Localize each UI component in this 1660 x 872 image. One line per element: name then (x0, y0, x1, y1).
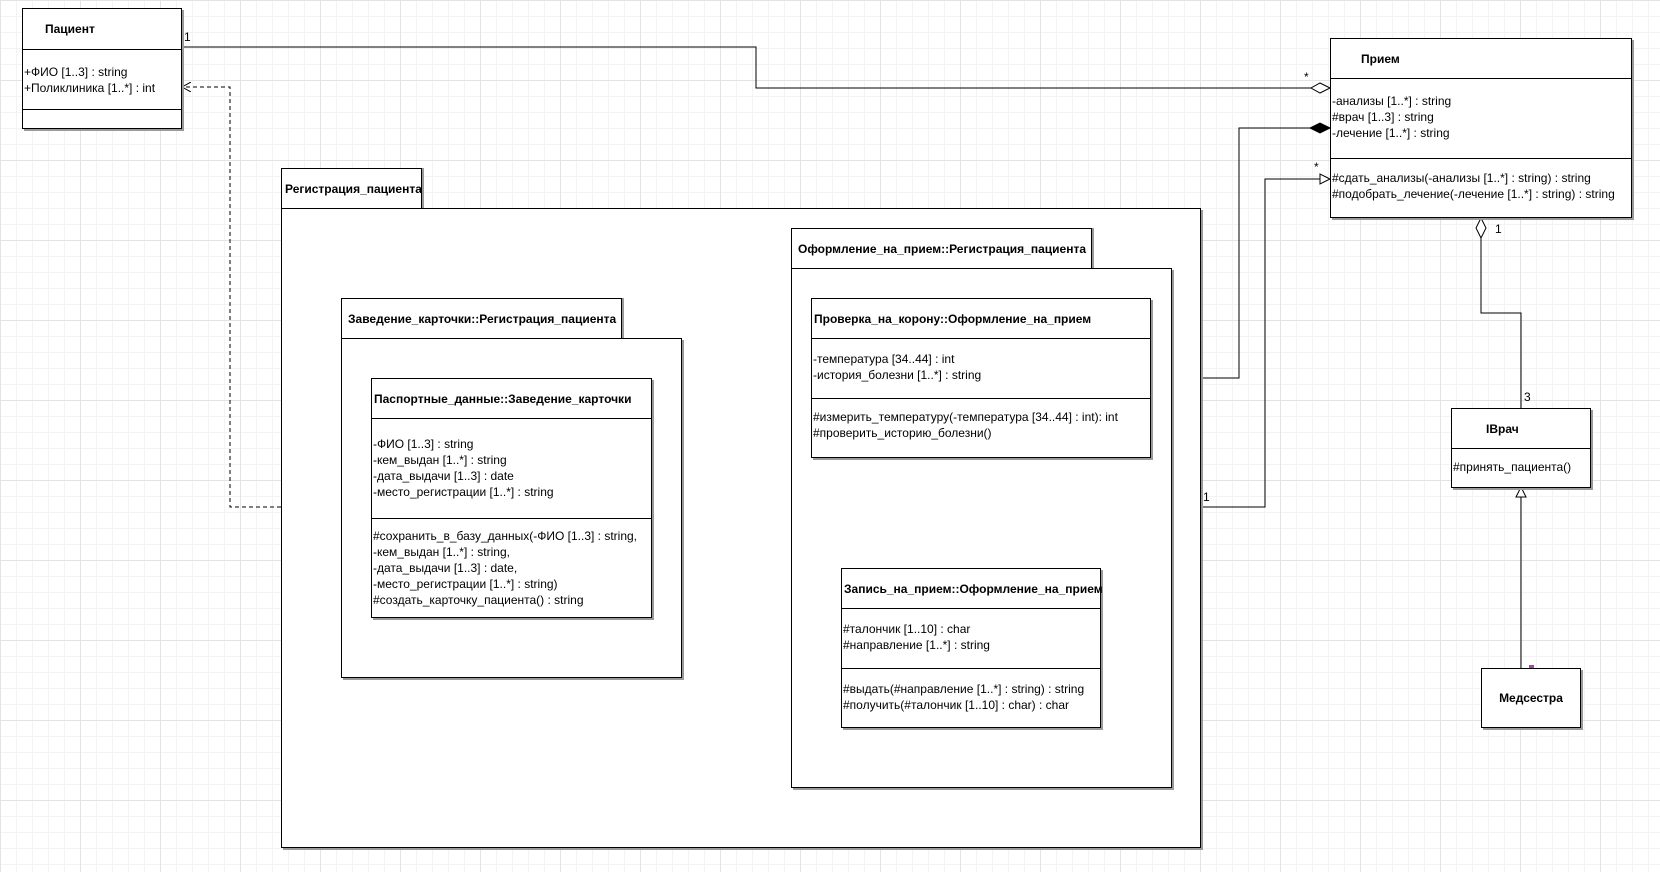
class-passport[interactable]: Паспортные_данные::Заведение_карточки -Ф… (371, 378, 652, 618)
operation: -место_регистрации [1..*] : string) (373, 577, 558, 591)
operation: -кем_выдан [1..*] : string, (373, 545, 510, 559)
operation: #проверить_историю_болезни() (813, 426, 992, 440)
class-zapis[interactable]: Запись_на_прием::Оформление_на_прием #та… (841, 568, 1103, 728)
registration-patient-dependency[interactable] (182, 87, 281, 508)
composition-diamond-priem (1308, 122, 1332, 134)
attributes-section: -анализы [1..*] : string #врач [1..3] : … (1331, 79, 1631, 159)
connector-handle[interactable] (1529, 665, 1534, 669)
operation: #подобрать_лечение(-лечение [1..*] : str… (1332, 187, 1615, 201)
operation: #сохранить_в_базу_данных(-ФИО [1..3] : s… (373, 529, 637, 543)
operations-section: #сдать_анализы(-анализы [1..*] : string)… (1331, 159, 1631, 202)
registration-priem-generalization[interactable] (1200, 178, 1320, 508)
multiplicity-label: 1 (1495, 222, 1502, 236)
attribute: +Поликлиника [1..*] : int (24, 81, 156, 95)
connector-handle[interactable] (1519, 486, 1523, 490)
realization-triangle-vrach (1515, 485, 1527, 498)
attributes-section: #талончик [1..10] : char #направление [1… (842, 609, 1100, 669)
patient-priem-association[interactable] (181, 46, 1311, 89)
operation: #выдать(#направление [1..*] : string) : … (843, 682, 1085, 696)
operations-section: #сохранить_в_базу_данных(-ФИО [1..3] : s… (372, 519, 651, 608)
attribute: -дата_выдачи [1..3] : date (373, 469, 514, 483)
attribute: -ФИО [1..3] : string (373, 437, 474, 451)
class-title: Проверка_на_корону::Оформление_на_прием (812, 299, 1150, 339)
attribute: -история_болезни [1..*] : string (813, 368, 982, 382)
class-title: Пациент (23, 9, 181, 50)
attribute: -место_регистрации [1..*] : string (373, 485, 554, 499)
operation: -дата_выдачи [1..3] : date, (373, 561, 518, 575)
operations-section: #выдать(#направление [1..*] : string) : … (842, 669, 1100, 713)
class-title: Медсестра (1499, 691, 1563, 705)
multiplicity-label: * (1314, 160, 1319, 174)
class-title: Паспортные_данные::Заведение_карточки (372, 379, 651, 419)
class-title: Запись_на_прием::Оформление_на_прием (842, 569, 1103, 609)
attribute: #талончик [1..10] : char (843, 622, 971, 636)
multiplicity-label: 1 (184, 30, 191, 44)
operations-section: #измерить_температуру(-температура [34..… (812, 399, 1150, 441)
attribute: -кем_выдан [1..*] : string (373, 453, 507, 467)
operations-section (23, 110, 181, 128)
operation: #сдать_анализы(-анализы [1..*] : string)… (1332, 171, 1591, 185)
class-vrach[interactable]: IВрач #принять_пациента() (1451, 408, 1591, 488)
attribute: -температура [34..44] : int (813, 352, 955, 366)
class-priem[interactable]: Прием -анализы [1..*] : string #врач [1.… (1330, 38, 1632, 218)
attribute: +ФИО [1..3] : string (24, 65, 128, 79)
class-patient[interactable]: Пациент +ФИО [1..3] : string +Поликлиник… (22, 8, 182, 129)
class-title: Прием (1331, 39, 1631, 79)
attribute: #направление [1..*] : string (843, 638, 990, 652)
package-tab-registration[interactable]: Регистрация_пациента (281, 168, 422, 208)
generalization-triangle-priem (1319, 173, 1332, 185)
priem-vrach-aggregation[interactable] (1480, 238, 1522, 408)
attributes-section: -ФИО [1..3] : string -кем_выдан [1..*] :… (372, 419, 651, 519)
multiplicity-label: * (1304, 70, 1309, 84)
package-tab-card[interactable]: Заведение_карточки::Регистрация_пациента (341, 298, 622, 338)
operation: #принять_пациента() (1453, 460, 1572, 474)
multiplicity-label: 3 (1524, 390, 1531, 404)
class-title: IВрач (1452, 409, 1590, 449)
operation: #получить(#талончик [1..10] : char) : ch… (843, 698, 1070, 712)
operations-section: #принять_пациента() (1452, 449, 1590, 475)
class-nurse[interactable]: Медсестра (1481, 668, 1581, 728)
aggregation-diamond-vrach (1475, 216, 1487, 240)
multiplicity-label: 1 (1203, 490, 1210, 504)
operation: #измерить_температуру(-температура [34..… (813, 410, 1118, 424)
operation: #создать_карточку_пациента() : string (373, 593, 584, 607)
attributes-section: -температура [34..44] : int -история_бол… (812, 339, 1150, 399)
class-corona[interactable]: Проверка_на_корону::Оформление_на_прием … (811, 298, 1151, 458)
attribute: -анализы [1..*] : string (1332, 94, 1452, 108)
attribute: -лечение [1..*] : string (1332, 126, 1450, 140)
attributes-section: +ФИО [1..3] : string +Поликлиника [1..*]… (23, 50, 181, 110)
aggregation-diamond-priem (1309, 82, 1332, 94)
attribute: #врач [1..3] : string (1332, 110, 1434, 124)
package-tab-booking[interactable]: Оформление_на_прием::Регистрация_пациент… (791, 228, 1092, 268)
